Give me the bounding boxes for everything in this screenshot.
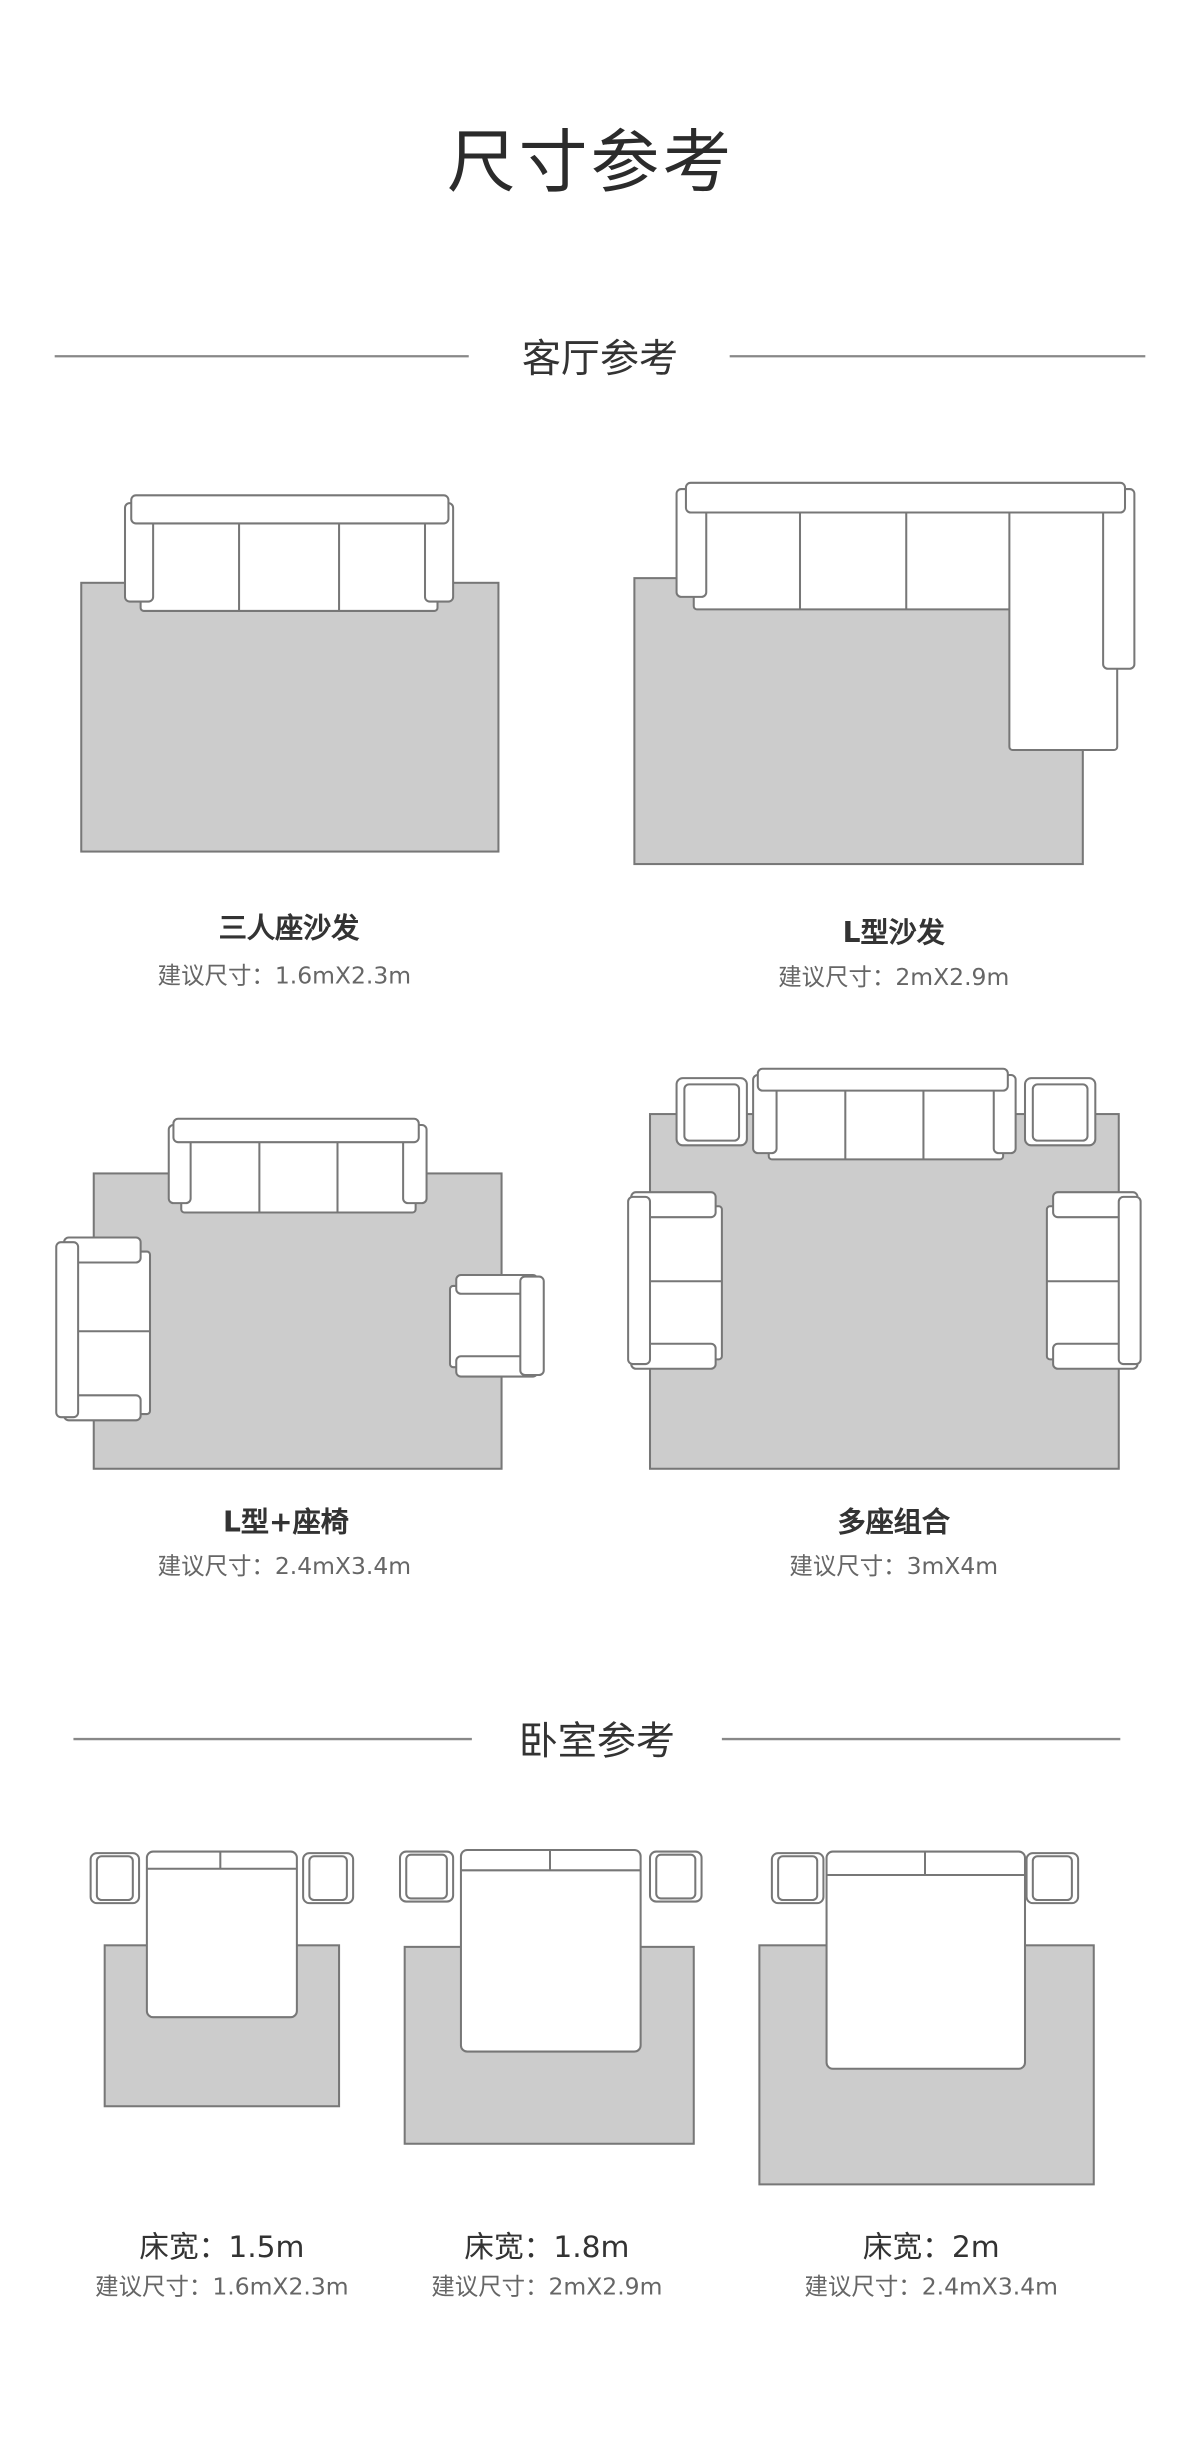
layout-size: 建议尺寸：2.4mX3.4m: [157, 1552, 412, 1581]
three-seat-sofa-diagram: [80, 494, 500, 853]
page-title: 尺寸参考: [446, 123, 735, 204]
bed-rug-size: 建议尺寸：2mX2.9m: [431, 2272, 663, 2301]
bed-width: 床宽：1.8m: [464, 2230, 630, 2265]
layout-name: 多座组合: [837, 1506, 951, 1540]
layout-size: 建议尺寸：1.6mX2.3m: [157, 961, 412, 990]
section-heading-living-room: 客厅参考: [521, 335, 679, 382]
bed-2m-diagram: [758, 1850, 1095, 2186]
sofa-with-chairs-diagram: [55, 1117, 545, 1470]
layout-name: 三人座沙发: [218, 912, 360, 946]
bed-rug-size: 建议尺寸：1.6mX2.3m: [95, 2272, 349, 2301]
bed-rug-size: 建议尺寸：2.4mX3.4m: [804, 2272, 1058, 2301]
layout-name: L型沙发: [842, 917, 945, 950]
bed-1-5m-diagram: [89, 1850, 355, 2108]
bed-1-8m-diagram: [398, 1848, 703, 2145]
layout-size: 建议尺寸：2mX2.9m: [778, 963, 1010, 992]
l-shaped-sofa-diagram: [633, 481, 1136, 866]
bed-width: 床宽：1.5m: [139, 2230, 305, 2265]
multi-seat-combo-diagram: [627, 1067, 1142, 1470]
layout-size: 建议尺寸：3mX4m: [789, 1552, 999, 1581]
bed-width: 床宽：2m: [862, 2230, 1000, 2265]
section-heading-bedroom: 卧室参考: [518, 1718, 676, 1765]
layout-name: L型+座椅: [222, 1506, 349, 1540]
